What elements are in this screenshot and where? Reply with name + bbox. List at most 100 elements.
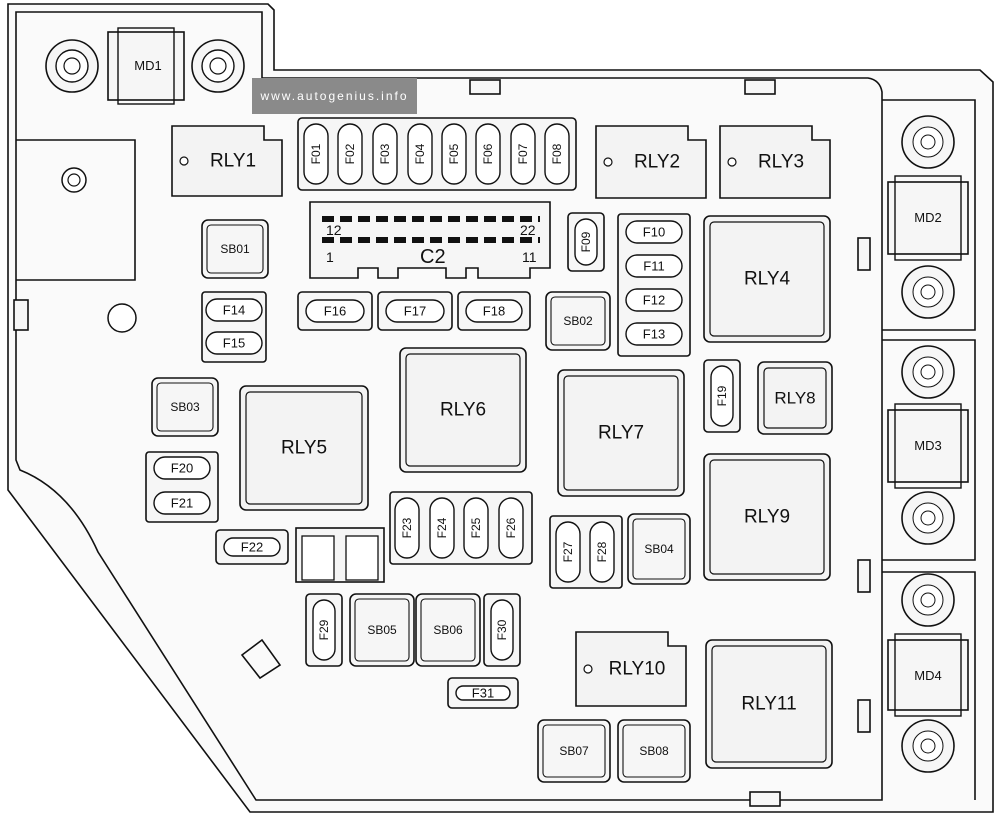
clip-top-left	[469, 79, 501, 95]
clip-right-2	[857, 559, 871, 593]
relay-rly8-label: RLY8	[774, 389, 815, 408]
fuse-f30	[490, 599, 514, 661]
md4-assembly	[887, 573, 969, 773]
md1-label: MD1	[134, 58, 161, 73]
fuse-f17	[385, 299, 445, 323]
c2-pin-12: 12	[326, 222, 342, 238]
fuse-f28	[589, 521, 615, 583]
fuse-f09	[574, 218, 598, 266]
relay-rly6	[399, 347, 527, 473]
mount-hole-left	[107, 303, 137, 333]
relay-rly5-label: RLY5	[281, 438, 327, 459]
fuse-f18-label: F18	[483, 304, 505, 319]
watermark: www.autogenius.info	[252, 78, 417, 114]
md1-assembly	[45, 27, 245, 105]
fuse-f12-label: F12	[643, 293, 665, 308]
fuse-f08-label: F08	[550, 143, 564, 164]
md2-label: MD2	[914, 210, 941, 225]
fuse-f19	[710, 365, 734, 427]
mount-hole-upper	[61, 167, 87, 193]
fuse-f14-label: F14	[223, 303, 245, 318]
relay-rly4-label: RLY4	[744, 269, 791, 290]
c2-pin-11: 11	[522, 249, 537, 265]
relay-rly10	[575, 631, 687, 707]
clip-bottom	[749, 791, 781, 807]
fuse-f10	[625, 220, 683, 244]
relay-rly2	[595, 125, 707, 199]
fuse-f06	[475, 123, 501, 185]
fuse-sb06-label: SB06	[433, 623, 463, 637]
md-panel	[882, 99, 976, 800]
relay-rly7-label: RLY7	[598, 423, 644, 444]
fuse-sb04	[627, 513, 691, 585]
fuse-f04-label: F04	[413, 143, 427, 164]
relay-rly1	[171, 125, 283, 197]
fuse-sb05-label: SB05	[367, 623, 397, 637]
fuse-sb03	[151, 377, 219, 437]
fuse-sb07	[537, 719, 611, 783]
fuse-f07-label: F07	[516, 143, 530, 164]
fuse-f16-label: F16	[324, 304, 346, 319]
fuse-f25	[463, 497, 489, 559]
fuse-f09-label: F09	[579, 231, 593, 252]
housing-inner-outline	[15, 11, 883, 801]
relay-rly2-label: RLY2	[634, 152, 680, 173]
fuse-sb04-label: SB04	[644, 542, 674, 556]
fuse-f15-label: F15	[223, 336, 245, 351]
fuse-sb02-label: SB02	[563, 314, 593, 328]
fuse-f29-label: F29	[317, 619, 331, 640]
c2-label: C2	[420, 246, 446, 268]
md4-label: MD4	[914, 668, 941, 683]
fuse-f31-label: F31	[472, 686, 494, 701]
relay-rly8	[757, 361, 833, 435]
fuse-sb01	[201, 219, 269, 279]
fuse-sb07-label: SB07	[559, 744, 589, 758]
fuse-f11	[625, 254, 683, 278]
fuse-f24	[429, 497, 455, 559]
relay-rly3-label: RLY3	[758, 152, 804, 173]
fuse-f26	[498, 497, 524, 559]
md3-label: MD3	[914, 438, 941, 453]
fuse-sb06	[415, 593, 481, 667]
c2-pin-1: 1	[326, 249, 334, 265]
relay-rly5	[239, 385, 369, 511]
fuse-f12	[625, 288, 683, 312]
fuse-f30-label: F30	[495, 619, 509, 640]
fuse-f08	[544, 123, 570, 185]
fuse-f21-label: F21	[171, 496, 193, 511]
fuse-f13-label: F13	[643, 327, 665, 342]
fuse-f20-label: F20	[171, 461, 193, 476]
fuse-f31	[455, 685, 511, 701]
fuse-f27	[555, 521, 581, 583]
fuse-f29	[312, 599, 336, 661]
fuse-f16	[305, 299, 365, 323]
fuse-sb03-label: SB03	[170, 400, 200, 414]
fuse-f04	[407, 123, 433, 185]
clip-diagonal	[240, 638, 282, 680]
fuse-f10-label: F10	[643, 225, 665, 240]
fuse-f25-label: F25	[469, 517, 483, 538]
relay-rly10-label: RLY10	[609, 659, 666, 680]
fuse-f28-label: F28	[595, 541, 609, 562]
center-connector	[295, 527, 385, 583]
fuse-f22-label: F22	[241, 540, 263, 555]
relay-rly11	[705, 639, 833, 769]
clip-right-3	[857, 699, 871, 733]
fuse-sb08-label: SB08	[639, 744, 669, 758]
relay-rly9	[703, 453, 831, 581]
fuse-f05-label: F05	[447, 143, 461, 164]
fuse-f11-label: F11	[643, 259, 664, 274]
fuse-f18	[465, 299, 523, 323]
md2-assembly	[887, 115, 969, 319]
relay-rly9-label: RLY9	[744, 507, 790, 528]
fuse-block-f23-f26	[389, 491, 533, 565]
fuse-block-f10-f13	[617, 213, 691, 357]
fuse-f23	[394, 497, 420, 559]
fuse-f23-label: F23	[400, 517, 414, 538]
relay-rly4	[703, 215, 831, 343]
fuse-f13	[625, 322, 683, 346]
fuse-f07	[510, 123, 536, 185]
md3-assembly	[887, 345, 969, 545]
fuse-f02-label: F02	[343, 143, 357, 164]
